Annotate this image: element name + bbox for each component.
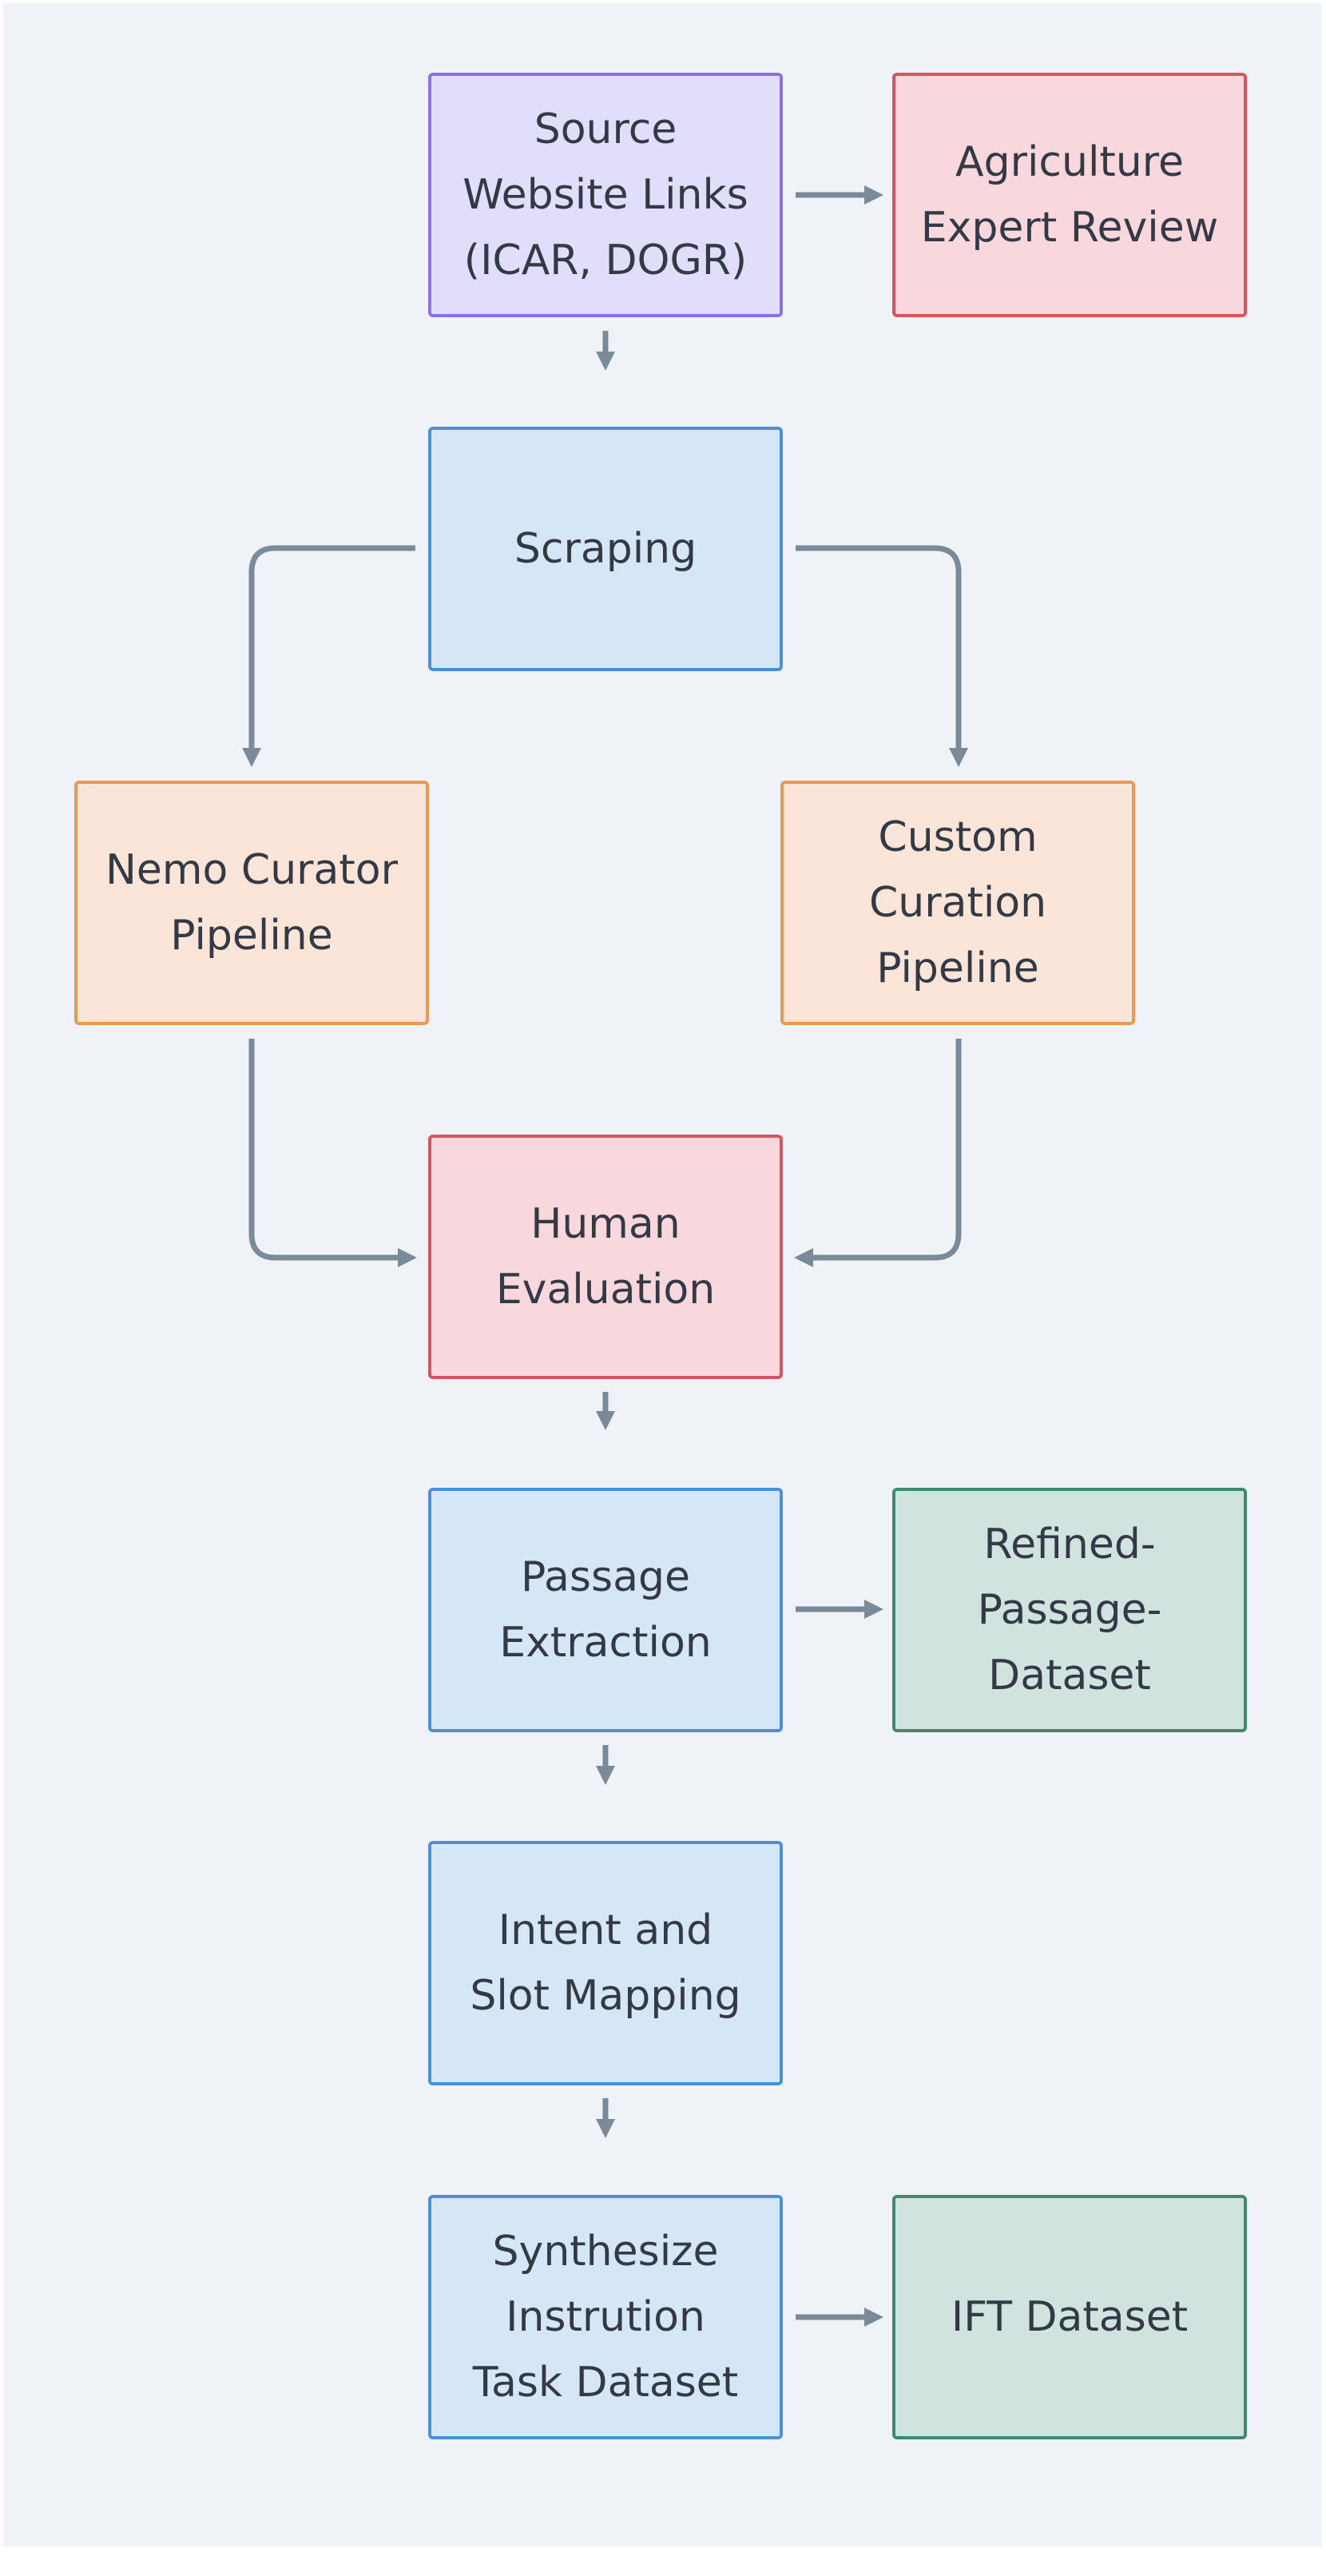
node-passage-extraction: Passage Extraction <box>428 1488 783 1732</box>
node-nemo-curator-pipeline: Nemo Curator Pipeline <box>74 781 429 1025</box>
node-label: IFT Dataset <box>951 2293 1189 2341</box>
node-label: Refined- Passage- Dataset <box>977 1521 1162 1699</box>
node-label: Human Evaluation <box>495 1200 716 1314</box>
node-human-evaluation: Human Evaluation <box>428 1135 783 1379</box>
node-label: Agriculture Expert Review <box>920 138 1219 252</box>
node-intent-slot-mapping: Intent and Slot Mapping <box>428 1841 783 2085</box>
node-scraping: Scraping <box>428 427 783 671</box>
node-refined-passage-dataset: Refined- Passage- Dataset <box>892 1488 1247 1732</box>
node-ift-dataset: IFT Dataset <box>892 2195 1247 2439</box>
node-custom-curation-pipeline: Custom Curation Pipeline <box>780 781 1135 1025</box>
node-label: Custom Curation Pipeline <box>868 813 1047 992</box>
node-label: Scraping <box>514 525 697 573</box>
node-synthesize-task-dataset: Synthesize Instrution Task Dataset <box>428 2195 783 2439</box>
node-label: Passage Extraction <box>499 1553 712 1667</box>
node-agriculture-expert-review: Agriculture Expert Review <box>892 73 1247 317</box>
node-source-website-links: Source Website Links (ICAR, DOGR) <box>428 73 783 317</box>
node-label: Intent and Slot Mapping <box>470 1906 741 2020</box>
node-label: Synthesize Instrution Task Dataset <box>472 2228 739 2407</box>
node-label: Nemo Curator Pipeline <box>105 846 398 960</box>
node-label: Source Website Links (ICAR, DOGR) <box>463 105 748 284</box>
